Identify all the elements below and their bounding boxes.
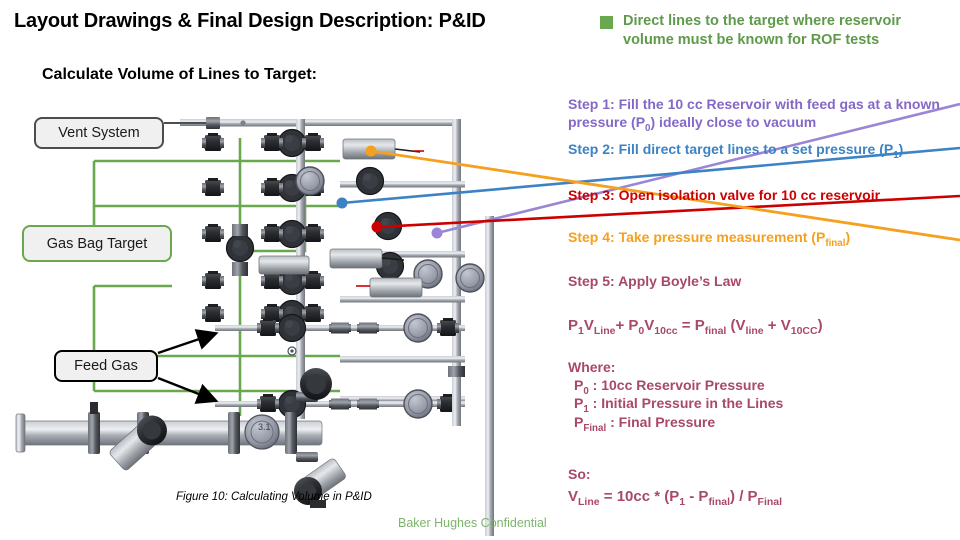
confidential-footer: Baker Hughes Confidential	[398, 516, 547, 530]
step-2-sub: 1	[893, 149, 899, 161]
step-4-label: Step 4:	[568, 229, 615, 245]
step-5-label: Step 5:	[568, 273, 615, 289]
legend-label: Direct lines to the target where reservo…	[623, 13, 902, 48]
section-subtitle: Calculate Volume of Lines to Target:	[42, 66, 317, 83]
feed-gas-label[interactable]: Feed Gas	[54, 350, 158, 382]
formula-vline2-sub: line	[745, 325, 764, 337]
step-2-label: Step 2:	[568, 141, 615, 157]
so-pf-sub: final	[708, 496, 731, 509]
where-p1-sym: P	[574, 395, 584, 412]
so-close: ) / P	[730, 488, 758, 506]
formula-p0-sub: 0	[638, 325, 645, 337]
formula-close: )	[817, 317, 823, 334]
so-eq: = 10cc * (P	[599, 488, 680, 506]
formula-p0: P	[628, 317, 639, 334]
step-1-body1: Fill the 10 cc Reservoir with feed gas a…	[568, 96, 940, 131]
formula-pf-sub: final	[704, 325, 727, 337]
step-2-body2: )	[898, 141, 904, 157]
step-4-body2: )	[845, 229, 851, 245]
where-item-pfinal: PFinal : Final Pressure	[568, 413, 958, 434]
step-5-body1: Apply Boyle’s Law	[618, 273, 742, 289]
so-minus: - P	[685, 488, 709, 506]
where-pf-sub: Final	[583, 422, 607, 434]
pid-diagram: 3.1	[0, 96, 560, 540]
step-3-text: Step 3: Open isolation valve for 10 cc r…	[568, 186, 958, 204]
where-pf-desc: : Final Pressure	[606, 413, 716, 430]
formula-vline: V	[583, 317, 594, 334]
so-block: So: VLine = 10cc * (P1 - Pfinal) / PFina…	[568, 465, 958, 507]
where-item-p0: P0 : 10cc Reservoir Pressure	[568, 376, 958, 397]
formula-eq: =	[677, 317, 695, 334]
step-1-label: Step 1:	[568, 96, 615, 112]
formula-pf: P	[694, 317, 705, 334]
step-2-body1: Fill direct target lines to a set pressu…	[618, 141, 894, 157]
step-1-body2: ) ideally close to vacuum	[650, 114, 817, 131]
step-4-sub: final	[825, 237, 846, 249]
formula-p1: P	[568, 317, 579, 334]
figure-caption: Figure 10: Calculating Volume in P&ID	[176, 491, 372, 503]
instrument-cluster	[287, 166, 485, 356]
legend-swatch-icon	[600, 16, 613, 29]
formula-v10cc2-sub: 10CC	[790, 325, 818, 337]
pid-svg: 3.1	[15, 117, 494, 536]
where-p0-sub: 0	[583, 385, 589, 397]
where-item-p1: P1 : Initial Pressure in the Lines	[568, 394, 958, 416]
center-valve-stack	[225, 224, 255, 276]
where-label: Where:	[568, 359, 616, 375]
so-p1-sub: 1	[679, 496, 686, 509]
formula-vline-sub: Line	[593, 325, 616, 337]
step-1-sub: 0	[645, 122, 651, 134]
formula-plus2: + V	[763, 317, 791, 334]
so-v: V	[568, 488, 579, 506]
formula-v10: V	[644, 317, 655, 334]
boyle-law-formula: P1VLine+ P0V10cc = Pfinal (Vline + V10CC…	[568, 316, 958, 336]
so-label: So:	[568, 466, 591, 482]
page-title: Layout Drawings & Final Design Descripti…	[14, 10, 486, 32]
step-3-label: Step 3:	[568, 187, 615, 203]
vent-line	[164, 117, 296, 129]
where-block: Where: P0 : 10cc Reservoir Pressure P1 :…	[568, 358, 958, 434]
legend-direct-lines: Direct lines to the target where reservo…	[600, 12, 950, 50]
where-p1-desc: : Initial Pressure in the Lines	[588, 395, 784, 412]
step-4-text: Step 4: Take pressure measurement (Pfina…	[568, 228, 958, 249]
so-pfinal-sub: Final	[757, 496, 783, 509]
step-2-text: Step 2: Fill direct target lines to a se…	[568, 140, 958, 161]
vent-system-label[interactable]: Vent System	[34, 117, 164, 149]
formula-p1-sub: 1	[578, 325, 584, 337]
step-5-text: Step 5: Apply Boyle’s Law	[568, 272, 958, 290]
feed-gas-lines	[215, 313, 465, 419]
step-3-body1: Open isolation valve for 10 cc reservoir	[618, 187, 881, 203]
where-pf-sym: P	[574, 413, 584, 430]
step-4-body1: Take pressure measurement (P	[618, 229, 826, 245]
so-result: VLine = 10cc * (P1 - Pfinal) / PFinal	[568, 483, 958, 507]
formula-plus: +	[615, 317, 629, 334]
branch-row-1	[202, 128, 324, 158]
lower-connections	[448, 366, 465, 426]
so-v-sub: Line	[578, 496, 600, 509]
formula-v10-sub: 10cc	[654, 325, 678, 337]
where-p0-sym: P	[574, 377, 584, 394]
where-p0-desc: : 10cc Reservoir Pressure	[588, 377, 765, 394]
gas-bag-target-label[interactable]: Gas Bag Target	[22, 225, 172, 262]
step-1-text: Step 1: Fill the 10 cc Reservoir with fe…	[568, 95, 958, 134]
svg-text:3.1: 3.1	[258, 422, 271, 432]
formula-open: (V	[726, 317, 746, 334]
where-p1-sub: 1	[583, 404, 589, 416]
bottom-manifold: 3.1	[15, 368, 346, 508]
